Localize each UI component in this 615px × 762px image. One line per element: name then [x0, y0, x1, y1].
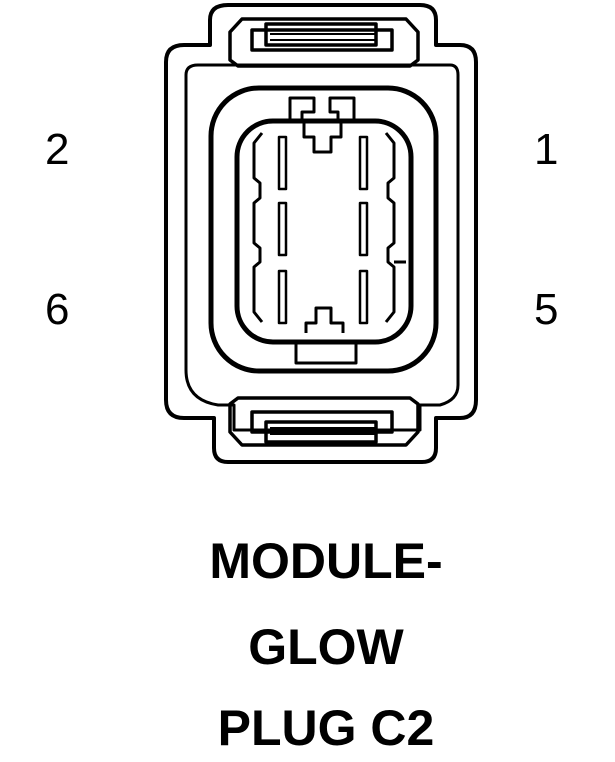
inner-housing-outline: [184, 63, 460, 432]
terminal-slot-6: [277, 269, 288, 325]
terminal-slot-center-left: [277, 201, 288, 257]
terminal-slot-center-right: [358, 201, 369, 257]
outer-housing-outline: [164, 3, 478, 464]
pin-label-2: 2: [45, 125, 70, 174]
top-latch: [228, 17, 420, 68]
pin-label-5: 5: [534, 285, 559, 334]
title-line-2: GLOW: [248, 619, 404, 675]
top-key: [288, 96, 356, 154]
terminal-slot-1: [358, 135, 369, 191]
bottom-key: [294, 306, 358, 365]
pin-label-1: 1: [534, 125, 559, 174]
terminal-profile-left: [252, 132, 264, 323]
terminal-profile-right: [384, 132, 396, 323]
bottom-latch: [228, 396, 420, 447]
seal-outer: [208, 85, 439, 374]
title-line-3: PLUG C2: [217, 700, 435, 756]
terminal-slot-2: [277, 135, 288, 191]
title-line-1: MODULE-: [209, 533, 443, 589]
terminal-slots: [277, 135, 369, 325]
pin-label-6: 6: [45, 285, 70, 334]
terminal-slot-5: [358, 269, 369, 325]
